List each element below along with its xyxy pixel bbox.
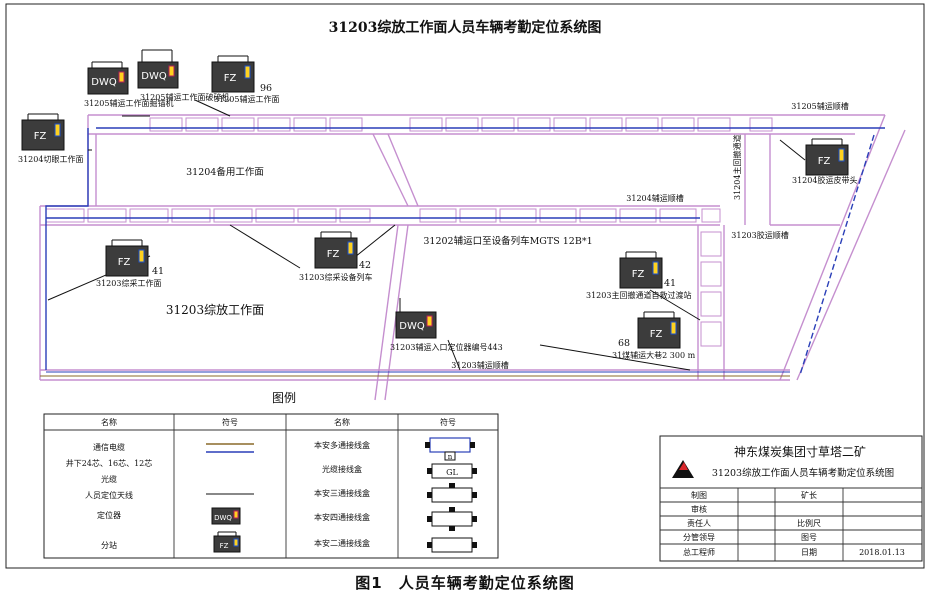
device-number: 42 xyxy=(359,260,371,271)
device-number: 68 xyxy=(618,338,630,349)
drawing-name: 31203综放工作面人员车辆考勤定位系统图 xyxy=(712,467,894,479)
title-block-label: 日期 xyxy=(801,548,817,557)
substation-device[interactable]: FZ 41 31203主回撤通道自救过渡站 xyxy=(586,251,691,300)
device-caption: 31205辅运工作面掘锚机 xyxy=(84,98,173,108)
substation-device[interactable]: FZ 41 31203综采工作面 xyxy=(96,239,164,288)
legend-item: 通信电缆 xyxy=(93,442,125,452)
legend-table: 名称 符号 名称 符号 通信电缆 井下24芯、16芯、12芯 光缆 人员定位天线… xyxy=(43,413,499,559)
drawing-frame xyxy=(5,3,925,569)
device-type-label: FZ xyxy=(327,249,340,260)
device-number: 96 xyxy=(260,83,272,94)
substation-device[interactable]: FZ 96 31205辅运工作面 xyxy=(211,55,279,104)
device-caption: 31204切眼工作面 xyxy=(18,154,83,164)
device-type-label: FZ xyxy=(650,329,663,340)
legend-header: 名称 xyxy=(334,417,350,427)
device-number: 41 xyxy=(152,266,164,277)
legend-item: 分站 xyxy=(101,540,117,550)
label-31205-transport: 31205辅运顺槽 xyxy=(791,101,848,111)
legend-item: 本安多通接线盒 xyxy=(314,440,370,450)
svg-text:n: n xyxy=(448,453,453,461)
legend-item: 光缆 xyxy=(101,474,117,484)
locator-device[interactable]: DWQ 31203辅运入口定位器编号443 xyxy=(390,298,503,352)
device-type-label: DWQ xyxy=(91,77,117,88)
substation-device[interactable]: FZ 42 31203综采设备列车 xyxy=(299,231,372,282)
roadway-segments xyxy=(45,117,773,347)
locator-device[interactable]: DWQ 31205辅运工作面破碎机 xyxy=(137,49,229,102)
device-type-label: DWQ xyxy=(141,71,167,82)
device-type-label: FZ xyxy=(224,73,237,84)
label-31203-transport: 31203辅运顺槽 xyxy=(451,360,508,370)
label-31203-belt: 31203胶运顺槽 xyxy=(731,230,788,240)
device-caption: 31205辅运工作面 xyxy=(214,94,279,104)
drawing-date: 2018.01.13 xyxy=(859,548,905,557)
multi-junction-symbol: n xyxy=(425,437,475,461)
substation-device[interactable]: FZ 31204胶运皮带头 xyxy=(792,138,857,185)
device-caption: 31203辅运入口定位器编号443 xyxy=(390,342,503,352)
title-block-label: 比例尺 xyxy=(797,518,821,528)
device-caption: 31203主回撤通道自救过渡站 xyxy=(586,290,691,300)
device-type-label: FZ xyxy=(632,269,645,280)
title-block-label: 总工程师 xyxy=(683,547,715,557)
label-31204-return: 31204主回撤通道 xyxy=(732,135,742,200)
legend-header: 名称 xyxy=(101,417,117,427)
diagram-title: 31203综放工作面人员车辆考勤定位系统图 xyxy=(329,19,602,36)
legend-item: 本安二通接线盒 xyxy=(314,538,370,548)
device-type-label: FZ xyxy=(118,257,131,268)
legend-header: 符号 xyxy=(222,417,238,427)
four-way-junction-symbol xyxy=(427,507,477,531)
device-caption: 31204胶运皮带头 xyxy=(792,175,857,185)
svg-text:FZ: FZ xyxy=(220,542,229,550)
device-caption: 31203综采工作面 xyxy=(96,278,161,288)
title-block-label: 责任人 xyxy=(687,518,711,528)
title-block-label: 图号 xyxy=(801,533,817,542)
device-caption: 31煤辅运大巷2 300 m xyxy=(612,350,696,360)
label-equipment-train: 31202辅运口至设备列车MGTS 12B*1 xyxy=(423,235,592,247)
legend-title: 图例 xyxy=(272,391,296,405)
legend-item: 本安三通接线盒 xyxy=(314,488,370,498)
device-type-label: FZ xyxy=(34,131,47,142)
substation-device[interactable]: FZ 31204切眼工作面 xyxy=(18,113,83,164)
fz-symbol: FZ xyxy=(213,531,241,553)
three-way-junction-symbol xyxy=(427,483,477,503)
title-block-label: 分管领导 xyxy=(683,532,715,542)
title-block-label: 审核 xyxy=(691,504,707,514)
device-caption: 31203综采设备列车 xyxy=(299,272,372,282)
legend-header: 符号 xyxy=(440,417,456,427)
legend-item: 井下24芯、16芯、12芯 xyxy=(66,458,153,468)
device-type-label: FZ xyxy=(818,156,831,167)
svg-text:DWQ: DWQ xyxy=(214,514,232,522)
roadway-network xyxy=(39,114,906,401)
locator-device[interactable]: DWQ 31205辅运工作面掘锚机 xyxy=(84,61,173,108)
device-type-label: DWQ xyxy=(399,321,425,332)
legend-item: 本安四通接线盒 xyxy=(314,512,370,522)
legend-item: 光缆接线盒 xyxy=(322,464,362,474)
legend-item: 人员定位天线 xyxy=(85,490,133,500)
device-caption: 31205辅运工作面破碎机 xyxy=(140,92,229,102)
two-way-junction-symbol xyxy=(427,537,477,553)
company-name: 神东煤炭集团寸草塔二矿 xyxy=(734,444,866,459)
figure-caption: 图1 人员车辆考勤定位系统图 xyxy=(355,574,575,592)
device-number: 41 xyxy=(664,278,676,289)
communication-cables xyxy=(40,127,885,377)
title-block: 神东煤炭集团寸草塔二矿 31203综放工作面人员车辆考勤定位系统图 制图 矿长 … xyxy=(659,435,923,562)
fiber-junction-symbol: GL xyxy=(427,463,477,479)
svg-text:GL: GL xyxy=(446,468,458,477)
legend-item: 定位器 xyxy=(97,510,121,520)
title-block-label: 制图 xyxy=(691,490,707,500)
label-31204-transport: 31204辅运顺槽 xyxy=(626,193,683,203)
title-block-label: 矿长 xyxy=(801,490,817,500)
dwq-symbol: DWQ xyxy=(211,507,241,525)
label-31203-face: 31203综放工作面 xyxy=(166,302,264,317)
label-31204-standby: 31204备用工作面 xyxy=(186,166,264,178)
substation-device[interactable]: FZ 68 31煤辅运大巷2 300 m xyxy=(612,311,696,360)
